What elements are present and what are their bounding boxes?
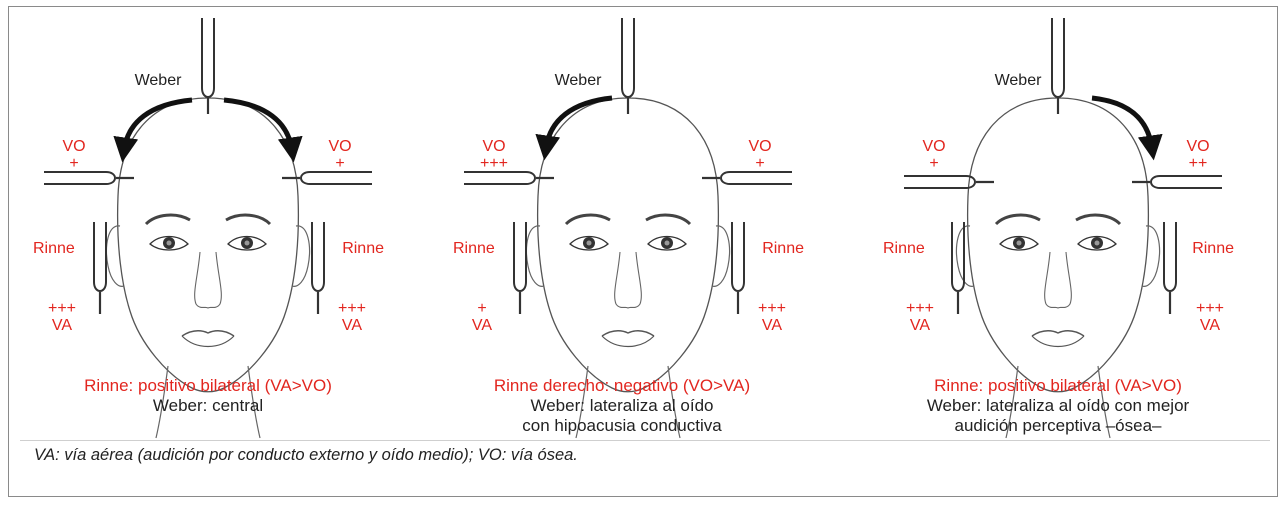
rinne-label: Rinne — [342, 240, 384, 257]
vo-label: VO — [482, 138, 505, 155]
weber-fork-1 — [202, 18, 214, 114]
va-label: VA — [472, 317, 492, 334]
panel-1: Weber VO + VO + Rinne Rinne +++ VA +++ V… — [33, 18, 384, 438]
va-level: +++ — [338, 300, 366, 317]
va-level: +++ — [906, 300, 934, 317]
va-label: VA — [1200, 317, 1220, 334]
vo-label: VO — [922, 138, 945, 155]
caption-weber-line: Weber: central — [0, 396, 418, 416]
caption-panel-1: Rinne: positivo bilateral (VA>VO) Weber:… — [0, 376, 418, 416]
va-level: +++ — [758, 300, 786, 317]
caption-weber-line: Weber: lateraliza al oído con mejor — [848, 396, 1268, 416]
weber-arrow-left-2 — [546, 98, 612, 148]
vo-label: VO — [748, 138, 771, 155]
vo-label: VO — [328, 138, 351, 155]
caption-weber-line: Weber: lateraliza al oído — [412, 396, 832, 416]
rinne-label: Rinne — [453, 240, 495, 257]
weber-label: Weber — [555, 72, 603, 89]
right-air-fork-3 — [1164, 222, 1176, 314]
weber-label: Weber — [995, 72, 1043, 89]
weber-label: Weber — [135, 72, 183, 89]
weber-arrow-left-1 — [124, 100, 192, 150]
right-air-fork-2 — [732, 222, 744, 314]
caption-rinne-result: Rinne derecho: negativo (VO>VA) — [412, 376, 832, 396]
caption-panel-3: Rinne: positivo bilateral (VA>VO) Weber:… — [848, 376, 1268, 436]
left-bone-fork-3 — [904, 176, 994, 188]
caption-rinne-result: Rinne: positivo bilateral (VA>VO) — [0, 376, 418, 396]
vo-level: + — [335, 155, 344, 172]
footnote: VA: vía aérea (audición por conducto ext… — [34, 446, 578, 465]
va-label: VA — [762, 317, 782, 334]
panel-2: Weber VO +++ VO + Rinne Rinne + VA +++ V… — [453, 18, 804, 438]
panel-3: Weber VO + VO ++ Rinne Rinne +++ VA +++ … — [883, 18, 1234, 438]
vo-level: ++ — [1189, 155, 1208, 172]
rinne-label: Rinne — [33, 240, 75, 257]
vo-level: + — [755, 155, 764, 172]
caption-weber-line: con hipoacusia conductiva — [412, 416, 832, 436]
va-level: + — [477, 300, 486, 317]
va-label: VA — [910, 317, 930, 334]
right-air-fork-1 — [312, 222, 324, 314]
rinne-label: Rinne — [762, 240, 804, 257]
vo-label: VO — [62, 138, 85, 155]
left-air-fork-2 — [514, 222, 526, 314]
left-air-fork-1 — [94, 222, 106, 314]
vo-label: VO — [1186, 138, 1209, 155]
rinne-label: Rinne — [1192, 240, 1234, 257]
right-bone-fork-3 — [1132, 176, 1222, 188]
caption-rinne-result: Rinne: positivo bilateral (VA>VO) — [848, 376, 1268, 396]
footnote-divider — [20, 440, 1270, 441]
weber-arrow-right-1 — [224, 100, 292, 150]
va-level: +++ — [48, 300, 76, 317]
vo-level: +++ — [480, 155, 508, 172]
va-level: +++ — [1196, 300, 1224, 317]
va-label: VA — [52, 317, 72, 334]
va-label: VA — [342, 317, 362, 334]
caption-panel-2: Rinne derecho: negativo (VO>VA) Weber: l… — [412, 376, 832, 436]
rinne-label: Rinne — [883, 240, 925, 257]
weber-fork-3 — [1052, 18, 1064, 114]
caption-weber-line: audición perceptiva –ósea– — [848, 416, 1268, 436]
weber-fork-2 — [622, 18, 634, 114]
vo-level: + — [69, 155, 78, 172]
vo-level: + — [929, 155, 938, 172]
